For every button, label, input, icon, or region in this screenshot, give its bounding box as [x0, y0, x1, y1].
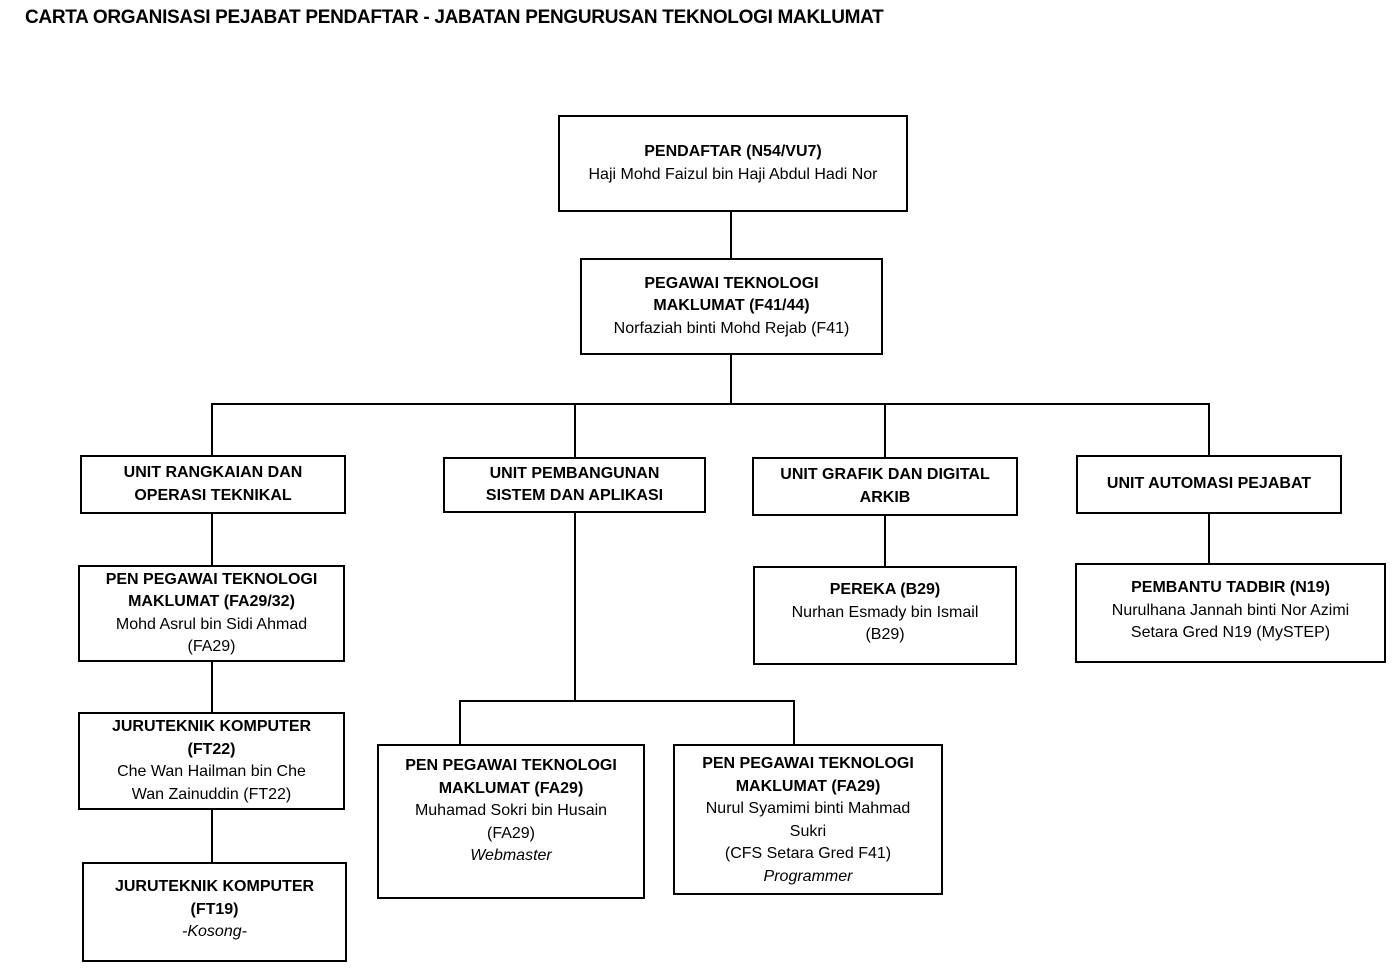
node-person: Che Wan Hailman bin Che [117, 763, 306, 780]
connector-drop-programmer [793, 700, 795, 744]
node-title: PEN PEGAWAI TEKNOLOGI [405, 757, 617, 774]
node-title: PENDAFTAR (N54/VU7) [644, 143, 822, 160]
node-title: MAKLUMAT (FA29) [735, 777, 881, 795]
node-title: PEN PEGAWAI TEKNOLOGI [105, 570, 318, 588]
node-grade: (FA29) [187, 638, 236, 655]
node-person: Mohd Asrul bin Sidi Ahmad [115, 615, 308, 633]
org-node-pembantu-tadbir: PEMBANTU TADBIR (N19) Nurulhana Jannah b… [1075, 563, 1386, 663]
connector-rangkaian-penpegawai [211, 514, 213, 565]
node-person: Sukri [789, 822, 827, 840]
connector-drop-unit-pembangunan [574, 403, 576, 457]
org-node-pen-pegawai-webmaster: PEN PEGAWAI TEKNOLOGI MAKLUMAT (FA29) Mu… [377, 744, 645, 899]
node-title: UNIT AUTOMASI PEJABAT [1106, 475, 1312, 493]
node-person: Muhamad Sokri bin Husain [414, 802, 608, 819]
node-grade: (CFS Setara Gred F41) [724, 845, 892, 862]
org-node-pendaftar: PENDAFTAR (N54/VU7) Haji Mohd Faizul bin… [558, 115, 908, 212]
connector-ft22-ft19 [211, 810, 213, 862]
connector-drop-unit-grafik [884, 403, 886, 457]
node-person: Wan Zainuddin (FT22) [131, 785, 292, 803]
node-title: JURUTEKNIK KOMPUTER [114, 878, 315, 895]
connector-grafik-pereka [884, 516, 886, 566]
node-title: PEMBANTU TADBIR (N19) [1131, 579, 1330, 596]
connector-pendaftar-pegawai [730, 212, 732, 258]
org-node-juruteknik-ft22: JURUTEKNIK KOMPUTER (FT22) Che Wan Hailm… [78, 712, 345, 810]
connector-pegawai-trunk [730, 355, 732, 403]
connector-penpegawai-ft22 [211, 662, 213, 712]
node-grade: Setara Gred N19 (MySTEP) [1130, 624, 1331, 641]
org-node-pereka: PEREKA (B29) Nurhan Esmady bin Ismail (B… [753, 566, 1017, 665]
node-person: Norfaziah binti Mohd Rejab (F41) [613, 319, 850, 337]
node-role: Webmaster [470, 847, 552, 864]
node-title: SISTEM DAN APLIKASI [485, 487, 664, 504]
node-person: Haji Mohd Faizul bin Haji Abdul Hadi Nor [588, 165, 878, 183]
connector-drop-unit-automasi [1208, 403, 1210, 455]
connector-drop-webmaster [459, 700, 461, 744]
connector-trunk-horizontal [211, 403, 1210, 405]
connector-pembangunan-stem [574, 513, 576, 700]
connector-pembangunan-horizontal [459, 700, 795, 702]
org-node-unit-grafik: UNIT GRAFIK DAN DIGITAL ARKIB [752, 457, 1018, 516]
node-role: Programmer [763, 867, 853, 885]
node-title: PEGAWAI TEKNOLOGI [644, 274, 819, 292]
node-title: PEREKA (B29) [829, 581, 941, 598]
org-node-pen-pegawai-fa29-32: PEN PEGAWAI TEKNOLOGI MAKLUMAT (FA29/32)… [78, 565, 345, 662]
node-person: Nurul Syamimi binti Mahmad [705, 800, 911, 817]
org-node-unit-automasi: UNIT AUTOMASI PEJABAT [1076, 455, 1342, 514]
node-vacant: -Kosong- [182, 923, 247, 940]
node-title: UNIT GRAFIK DAN DIGITAL [780, 466, 990, 483]
node-title: OPERASI TEKNIKAL [134, 486, 292, 504]
page-title: CARTA ORGANISASI PEJABAT PENDAFTAR - JAB… [25, 7, 884, 28]
org-node-pegawai-teknologi-maklumat: PEGAWAI TEKNOLOGI MAKLUMAT (F41/44) Norf… [580, 258, 883, 355]
node-title: MAKLUMAT (FA29/32) [128, 593, 295, 610]
node-title: UNIT PEMBANGUNAN [489, 464, 660, 482]
org-node-unit-pembangunan: UNIT PEMBANGUNAN SISTEM DAN APLIKASI [443, 457, 706, 513]
node-title: MAKLUMAT (F41/44) [653, 297, 810, 315]
node-title: ARKIB [859, 488, 911, 506]
node-title: (FT22) [187, 740, 236, 758]
node-person: Nurhan Esmady bin Ismail [791, 603, 979, 621]
connector-drop-unit-rangkaian [211, 403, 213, 455]
node-title: JURUTEKNIK KOMPUTER [111, 718, 312, 735]
org-node-pen-pegawai-programmer: PEN PEGAWAI TEKNOLOGI MAKLUMAT (FA29) Nu… [673, 744, 943, 895]
connector-automasi-pembantu [1208, 514, 1210, 563]
node-grade: (FA29) [486, 824, 535, 842]
node-title: PEN PEGAWAI TEKNOLOGI [702, 755, 914, 772]
node-title: (FT19) [190, 900, 239, 918]
node-person: Nurulhana Jannah binti Nor Azimi [1111, 601, 1350, 619]
node-title: MAKLUMAT (FA29) [438, 779, 584, 797]
org-node-juruteknik-ft19: JURUTEKNIK KOMPUTER (FT19) -Kosong- [82, 862, 347, 962]
node-title: UNIT RANGKAIAN DAN [123, 464, 303, 481]
org-node-unit-rangkaian: UNIT RANGKAIAN DAN OPERASI TEKNIKAL [80, 455, 346, 514]
node-grade: (B29) [865, 626, 905, 643]
